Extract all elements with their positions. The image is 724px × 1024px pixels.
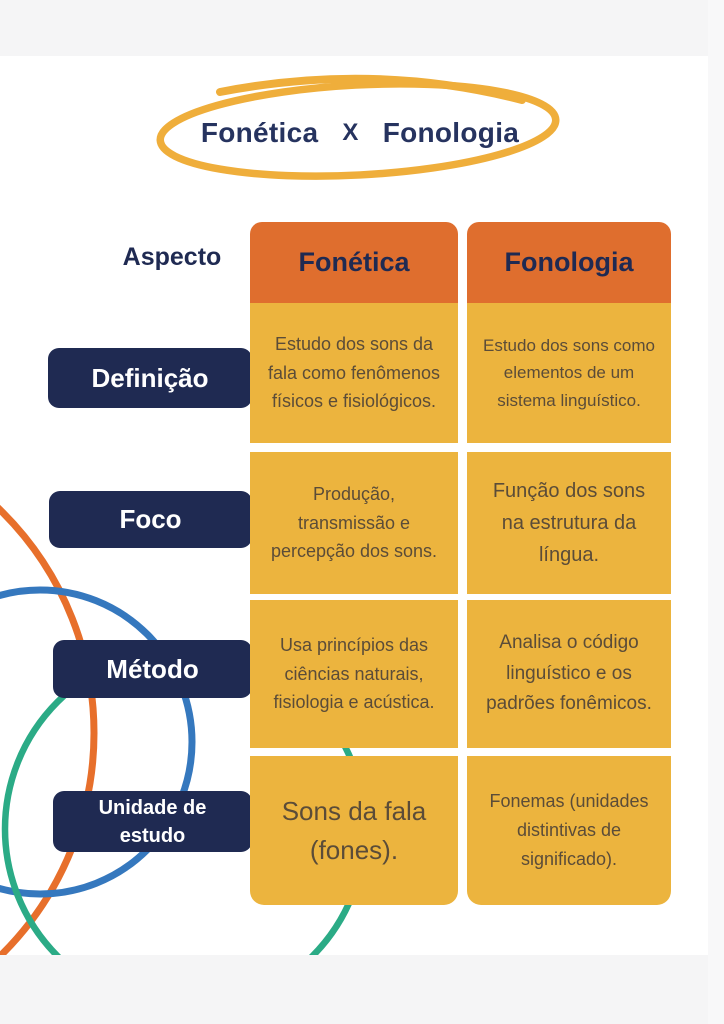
cell-definicao-fonetica: Estudo dos sons da fala como fenômenos f… <box>250 303 458 443</box>
row-label-metodo: Método <box>53 640 252 698</box>
cell-definicao-fonologia: Estudo dos sons como elementos de um sis… <box>467 303 671 443</box>
hand-drawn-ellipse-highlight <box>156 74 560 180</box>
aspect-column-label: Aspecto <box>122 242 222 271</box>
row-label-definicao: Definição <box>48 348 252 408</box>
title-word-fonetica: Fonética <box>200 117 319 148</box>
fonologia-column: Fonologia Estudo dos sons como elementos… <box>467 222 671 905</box>
row-label-foco: Foco <box>49 491 252 548</box>
cell-metodo-fonologia: Analisa o código linguístico e os padrõe… <box>467 600 671 748</box>
right-margin-band <box>708 0 724 1024</box>
orange-circle-decoration <box>0 504 98 955</box>
title-block: Fonética X Fonologia <box>140 58 580 204</box>
title-word-fonologia: Fonologia <box>382 117 520 148</box>
cell-unidade-fonologia: Fonemas (unidades distintivas de signifi… <box>467 756 671 905</box>
blue-circle-decoration <box>0 586 196 898</box>
row-label-unidade-de-estudo: Unidade de estudo <box>53 791 252 852</box>
cell-unidade-fonetica: Sons da fala (fones). <box>250 756 458 905</box>
title-versus-x: X <box>342 119 359 146</box>
cell-foco-fonetica: Produção, transmissão e percepção dos so… <box>250 452 458 594</box>
header-cell-fonologia: Fonologia <box>467 222 671 303</box>
header-cell-fonetica: Fonética <box>250 222 458 303</box>
cell-metodo-fonetica: Usa princípios das ciências naturais, fi… <box>250 600 458 748</box>
fonetica-column: Fonética Estudo dos sons da fala como fe… <box>250 222 458 905</box>
cell-foco-fonologia: Função dos sons na estrutura da língua. <box>467 452 671 594</box>
page-title: Fonética X Fonologia <box>140 116 580 150</box>
